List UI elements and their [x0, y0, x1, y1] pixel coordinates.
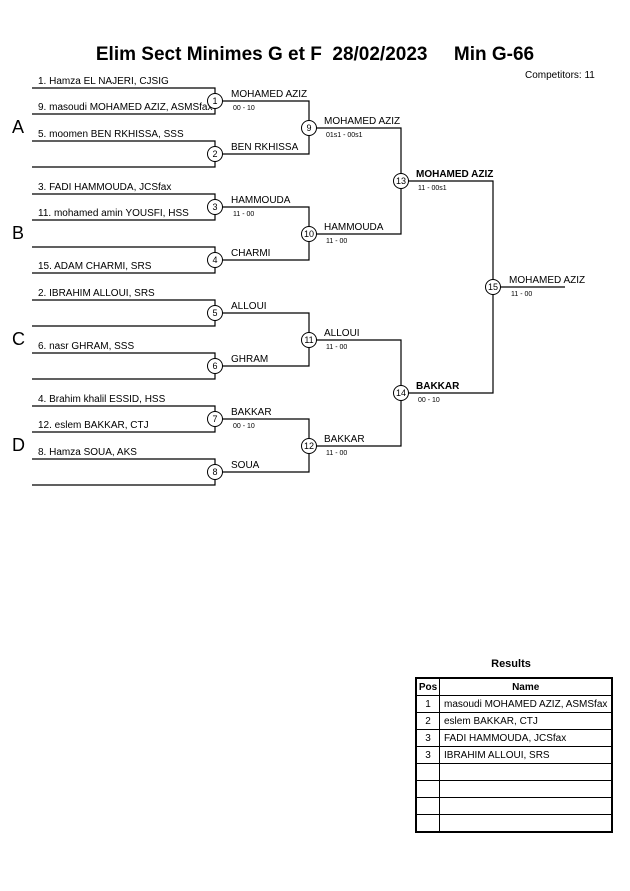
match-number: 2: [207, 146, 223, 162]
entrant-line: 8. Hamza SOUA, AKS: [38, 447, 137, 458]
pool-label-a: A: [12, 117, 25, 137]
entrant-line: 1. Hamza EL NAJERI, CJSIG: [38, 76, 169, 87]
match-score: 00 - 10: [418, 397, 440, 404]
results-name: IBRAHIM ALLOUI, SRS: [439, 746, 613, 764]
results-row: [415, 763, 613, 781]
entrant-line: 5. moomen BEN RKHISSA, SSS: [38, 129, 184, 140]
results-pos: 2: [415, 712, 440, 730]
results-name: [439, 780, 613, 798]
match-number: 15: [485, 279, 501, 295]
match-winner-label: GHRAM: [231, 354, 269, 365]
bracket-line-m5: [32, 299, 216, 327]
results-row: [415, 780, 613, 798]
competitors-count: Competitors: 11: [525, 70, 595, 81]
results-row: 1 masoudi MOHAMED AZIZ, ASMSfax: [415, 695, 613, 713]
page-title: Elim Sect Minimes G et F 28/02/2023 Min …: [95, 44, 535, 65]
results-row: 3 FADI HAMMOUDA, JCSfax: [415, 729, 613, 747]
bracket-line-m2: [32, 140, 216, 168]
entrant-line: 9. masoudi MOHAMED AZIZ, ASMSfax: [38, 102, 213, 113]
match-winner-label: HAMMOUDA: [324, 222, 384, 233]
match-number: 11: [301, 332, 317, 348]
results-name: [439, 763, 613, 781]
match-number: 14: [393, 385, 409, 401]
entrant-line: 12. eslem BAKKAR, CTJ: [38, 420, 149, 431]
bracket-line-m6: [32, 352, 216, 380]
match-winner-label: BAKKAR: [324, 434, 365, 445]
results-pos: 3: [415, 746, 440, 764]
results-pos: [415, 763, 440, 781]
results-name: FADI HAMMOUDA, JCSfax: [439, 729, 613, 747]
results-table: Pos Name 1 masoudi MOHAMED AZIZ, ASMSfax…: [415, 677, 614, 833]
match-winner-label: BEN RKHISSA: [231, 142, 299, 153]
match-number: 12: [301, 438, 317, 454]
entrant-line: 6. nasr GHRAM, SSS: [38, 341, 135, 352]
results-pos: [415, 780, 440, 798]
match-winner-label: MOHAMED AZIZ: [324, 116, 401, 127]
match-winner-label: SOUA: [231, 460, 260, 471]
match-score: 11 - 00: [233, 211, 255, 218]
entrant-line: 3. FADI HAMMOUDA, JCSfax: [38, 182, 172, 193]
match-winner-label: HAMMOUDA: [231, 195, 291, 206]
results-pos: [415, 814, 440, 833]
results-name: [439, 814, 613, 833]
bracket-line-m15: [401, 180, 494, 394]
match-score: 00 - 10: [233, 423, 255, 430]
match-score: 11 - 00s1: [418, 185, 447, 192]
match-score: 01s1 - 00s1: [326, 132, 363, 139]
pool-label-b: B: [12, 223, 25, 243]
match-number: 4: [207, 252, 223, 268]
match-number: 5: [207, 305, 223, 321]
results-header-name: Name: [439, 677, 613, 696]
champion-label: MOHAMED AZIZ: [509, 275, 586, 286]
entrant-line: 2. IBRAHIM ALLOUI, SRS: [38, 288, 155, 299]
match-winner-label: CHARMI: [231, 248, 271, 259]
match-score: 11 - 00: [326, 344, 348, 351]
results-pos: 1: [415, 695, 440, 713]
match-winner-label: BAKKAR: [416, 381, 460, 392]
bracket-line-m8: [32, 458, 216, 486]
match-number: 3: [207, 199, 223, 215]
results-row: 3 IBRAHIM ALLOUI, SRS: [415, 746, 613, 764]
match-score: 11 - 00: [326, 450, 348, 457]
entrant-line: 11. mohamed amin YOUSFI, HSS: [38, 208, 189, 219]
bracket-line-m12: [215, 418, 310, 473]
results-name: [439, 797, 613, 815]
match-number: 1: [207, 93, 223, 109]
results-name: eslem BAKKAR, CTJ: [439, 712, 613, 730]
match-winner-label: MOHAMED AZIZ: [231, 89, 308, 100]
match-number: 13: [393, 173, 409, 189]
pool-label-d: D: [12, 435, 25, 455]
match-winner-label: BAKKAR: [231, 407, 272, 418]
match-winner-label: ALLOUI: [231, 301, 267, 312]
pool-label-c: C: [12, 329, 25, 349]
results-row: [415, 797, 613, 815]
match-number: 9: [301, 120, 317, 136]
results-row: 2 eslem BAKKAR, CTJ: [415, 712, 613, 730]
results-row: [415, 814, 613, 833]
results-pos: 3: [415, 729, 440, 747]
entrant-line: 4. Brahim khalil ESSID, HSS: [38, 394, 166, 405]
match-score: 11 - 00: [511, 291, 533, 298]
match-number: 10: [301, 226, 317, 242]
results-pos: [415, 797, 440, 815]
match-number: 8: [207, 464, 223, 480]
match-winner-label: MOHAMED AZIZ: [416, 169, 494, 180]
results-header-row: Pos Name: [415, 677, 613, 696]
results-header-pos: Pos: [415, 677, 440, 696]
bracket-line-m14: [309, 339, 402, 447]
match-number: 7: [207, 411, 223, 427]
entrant-line: 15. ADAM CHARMI, SRS: [38, 261, 152, 272]
results-name: masoudi MOHAMED AZIZ, ASMSfax: [439, 695, 613, 713]
match-number: 6: [207, 358, 223, 374]
match-winner-label: ALLOUI: [324, 328, 360, 339]
match-score: 00 - 10: [233, 105, 255, 112]
results-title: Results: [491, 658, 531, 670]
match-score: 11 - 00: [326, 238, 348, 245]
bracket-line-m13: [309, 127, 402, 235]
